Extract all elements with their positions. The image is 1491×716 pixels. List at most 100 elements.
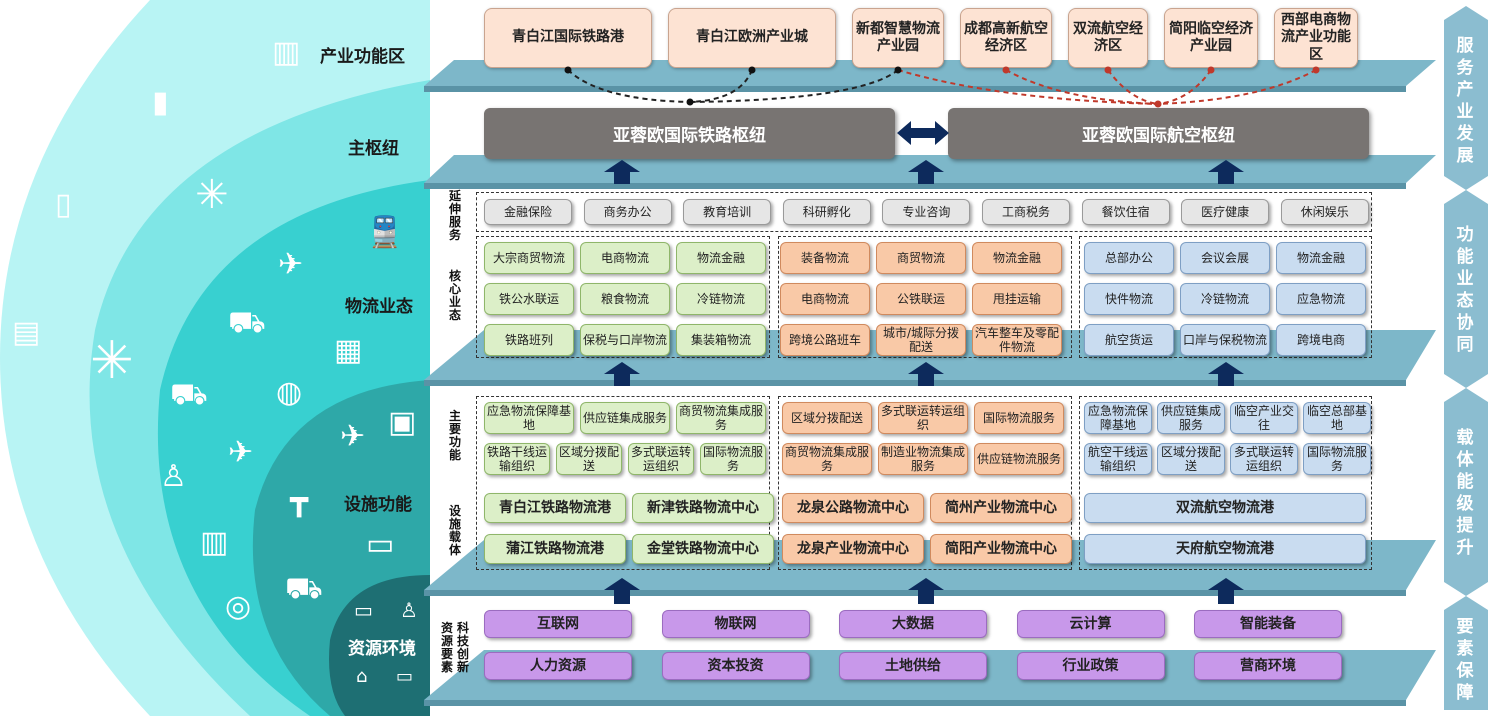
row-label-core: 核心业态 — [448, 269, 461, 322]
extended-service-item: 金融保险 — [484, 199, 572, 225]
hub-network-icon: ✳ — [90, 331, 134, 391]
building-icon: ▥ — [272, 35, 301, 70]
core-rail-item: 集装箱物流 — [676, 324, 766, 356]
core-road-item: 跨境公路班车 — [780, 324, 870, 356]
double-arrow-icon — [897, 121, 949, 145]
core-air-frame — [1079, 236, 1372, 358]
tech-item: 物联网 — [661, 610, 810, 638]
rail-icon: ▣ — [388, 405, 417, 440]
func-road-item: 商贸物流集成服务 — [782, 443, 872, 475]
warehouse-icon: ▥ — [200, 525, 229, 560]
core-air-item: 快件物流 — [1084, 283, 1174, 315]
func-rail-frame — [476, 396, 770, 570]
extended-service-item: 医疗健康 — [1181, 199, 1270, 225]
resource-item: 人力资源 — [484, 652, 632, 680]
tower-icon: ▮ — [152, 85, 169, 120]
zone-label-hub: 主枢纽 — [348, 139, 399, 159]
arrow-up-icon — [908, 578, 944, 604]
core-rail-frame — [476, 236, 770, 358]
func-rail-item: 供应链集成服务 — [580, 402, 670, 434]
carrier-air-item: 双流航空物流港 — [1084, 493, 1366, 523]
coins-icon: ◎ — [225, 589, 252, 624]
tools-icon: ✈ — [228, 435, 254, 470]
extended-service-item: 科研孵化 — [782, 199, 871, 225]
resource-item: 行业政策 — [1016, 652, 1165, 680]
carrier-road-item: 简州产业物流中心 — [930, 493, 1072, 523]
row-label-carrier: 设施载体 — [448, 504, 461, 557]
func-road-item: 制造业物流集成服务 — [878, 443, 968, 475]
delivery-icon: ⛟ — [170, 377, 208, 412]
tech-item: 云计算 — [1016, 610, 1165, 638]
extended-service-item: 工商税务 — [982, 199, 1070, 225]
func-road-item: 多式联运转运组织 — [878, 402, 968, 434]
worker-icon: ♙ — [160, 459, 187, 494]
func-air-item: 临空总部基地 — [1303, 402, 1371, 434]
extended-services-frame — [476, 192, 1372, 232]
func-rail-item: 商贸物流集成服务 — [676, 402, 766, 434]
router-icon: ⌂ — [356, 666, 368, 687]
arrow-up-icon — [1208, 160, 1244, 184]
zone-label-facility: 设施功能 — [344, 495, 412, 515]
arrow-up-icon — [604, 578, 640, 604]
zone-label-resource: 资源环境 — [348, 639, 416, 659]
row-label-tech: 科技创新 — [456, 621, 469, 674]
func-air-item: 临空产业交往 — [1230, 402, 1298, 434]
top-node-3: 新都智慧物流产业园 — [852, 8, 944, 68]
carrier-road-item: 龙泉产业物流中心 — [782, 534, 924, 564]
func-rail-item: 铁路干线运输组织 — [484, 443, 550, 475]
core-air-item: 航空货运 — [1084, 324, 1174, 356]
right-column-arrows — [1444, 6, 1488, 710]
right-label-4: 要素保障 — [1456, 617, 1474, 703]
core-road-frame — [778, 236, 1072, 358]
func-road-item: 国际物流服务 — [974, 402, 1064, 434]
row-label-main-func: 主要功能 — [448, 409, 461, 462]
row-label-resource: 资源要素 — [440, 621, 453, 674]
func-road-item: 区域分拨配送 — [782, 402, 872, 434]
core-air-item: 物流金融 — [1276, 242, 1366, 274]
top-node-5: 双流航空经济区 — [1068, 8, 1148, 68]
core-road-item: 汽车整车及零配件物流 — [972, 324, 1062, 356]
resource-item: 土地供给 — [839, 652, 987, 680]
carrier-rail-item: 金堂铁路物流中心 — [632, 534, 774, 564]
van-icon: ▭ — [366, 527, 395, 562]
train-icon: 🚆 — [366, 215, 404, 250]
money-icon: ▭ — [396, 666, 414, 687]
core-rail-item: 保税与口岸物流 — [580, 324, 670, 356]
core-air-item: 会议会展 — [1180, 242, 1270, 274]
carrier-air-item: 天府航空物流港 — [1084, 534, 1366, 564]
right-column: 服务产业发展 功能业态协同 载体能级提升 要素保障 — [1444, 6, 1486, 710]
arrow-up-icon — [1208, 578, 1244, 604]
func-road-frame — [778, 396, 1072, 570]
extended-service-item: 餐饮住宿 — [1081, 199, 1170, 225]
tech-item: 互联网 — [484, 610, 632, 638]
func-air-item: 多式联运转运组织 — [1230, 443, 1298, 475]
extended-service-item: 专业咨询 — [882, 199, 971, 225]
zone-arcs — [0, 0, 430, 716]
func-road-item: 供应链物流服务 — [974, 443, 1064, 475]
core-air-item: 应急物流 — [1276, 283, 1366, 315]
tech-item: 大数据 — [839, 610, 987, 638]
container-icon: ▦ — [334, 333, 363, 368]
resource-item: 营商环境 — [1194, 652, 1342, 680]
arrow-up-icon — [1208, 362, 1244, 386]
core-air-item: 冷链物流 — [1180, 283, 1270, 315]
top-node-4: 成都高新航空经济区 — [960, 8, 1052, 68]
core-rail-item: 铁路班列 — [484, 324, 574, 356]
row-label-extended: 延伸服务 — [448, 189, 461, 242]
core-road-item: 商贸物流 — [876, 242, 966, 274]
plane-icon: ✈ — [340, 419, 366, 454]
core-air-item: 跨境电商 — [1276, 324, 1366, 356]
core-rail-item: 物流金融 — [676, 242, 766, 274]
func-rail-item: 多式联运转运组织 — [628, 443, 694, 475]
core-rail-item: 冷链物流 — [676, 283, 766, 315]
air-hub: 亚蓉欧国际航空枢纽 — [948, 108, 1369, 159]
func-rail-item: 国际物流服务 — [700, 443, 766, 475]
rail-hub: 亚蓉欧国际铁路枢纽 — [484, 108, 895, 159]
right-label-3: 载体能级提升 — [1456, 428, 1474, 558]
carrier-rail-item: 新津铁路物流中心 — [632, 493, 774, 523]
core-rail-item: 铁公水联运 — [484, 283, 574, 315]
top-node-7: 西部电商物流产业功能区 — [1274, 8, 1358, 68]
forklift-icon: ⛟ — [228, 305, 266, 340]
